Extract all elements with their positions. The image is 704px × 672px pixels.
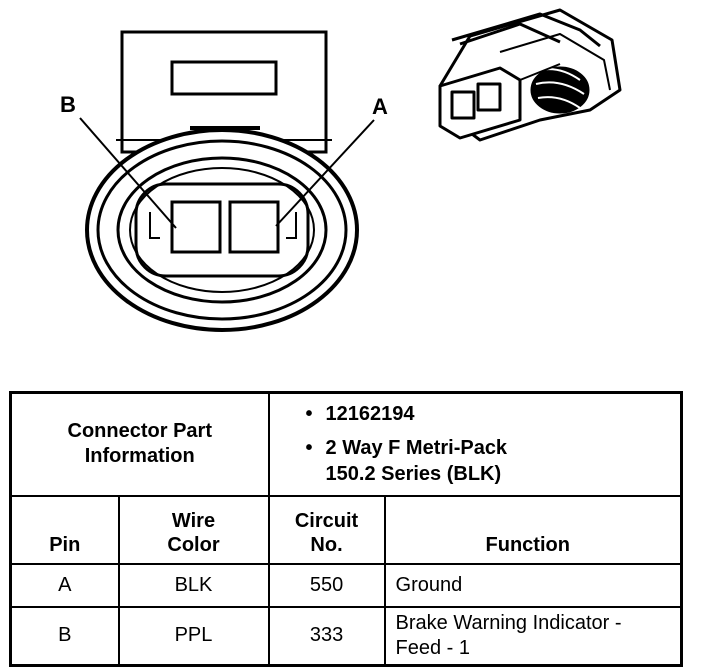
pin-label-b: B [60, 92, 76, 117]
row-a-circuit: 550 [267, 563, 386, 608]
table-row: A BLK 550 Ground [9, 563, 683, 608]
row-a-wire-color: BLK [117, 563, 270, 608]
row-a-function: Ground [383, 563, 683, 608]
connector-face-view [79, 30, 375, 332]
connector-part-info-values: 12162194 2 Way F Metri-Pack 150.2 Series… [267, 391, 683, 497]
part-description: 2 Way F Metri-Pack 150.2 Series (BLK) [298, 435, 681, 487]
row-b-wire-color: PPL [117, 605, 270, 667]
part-description-line1: 2 Way F Metri-Pack [325, 437, 508, 460]
row-b-function: Brake Warning Indicator - Feed - 1 [383, 605, 683, 667]
terminal-b [170, 200, 222, 254]
pin-label-a: A [372, 94, 388, 119]
connector-isometric-view [438, 8, 622, 142]
connector-part-info-label: Connector Part Information [9, 391, 270, 497]
connector-drawing: B A [60, 8, 622, 332]
row-a-pin: A [9, 563, 120, 608]
header-wire-color: Wire Color [117, 494, 270, 566]
part-info-row: Connector Part Information 12162194 2 Wa… [9, 391, 683, 497]
header-row: Pin Wire Color Circuit No. Function [9, 494, 683, 566]
part-number: 12162194 [298, 401, 681, 427]
connector-pin-table: Connector Part Information 12162194 2 Wa… [9, 391, 684, 667]
row-b-pin: B [9, 605, 120, 667]
header-pin: Pin [9, 494, 120, 566]
terminal-a [228, 200, 280, 254]
leader-line-b [79, 117, 177, 229]
leader-line-a [275, 119, 375, 227]
part-description-line2: 150.2 Series (BLK) [325, 463, 502, 486]
header-circuit-no: Circuit No. [267, 494, 386, 566]
header-function: Function [383, 494, 683, 566]
table-row: B PPL 333 Brake Warning Indicator - Feed… [9, 605, 683, 667]
row-b-circuit: 333 [267, 605, 386, 667]
